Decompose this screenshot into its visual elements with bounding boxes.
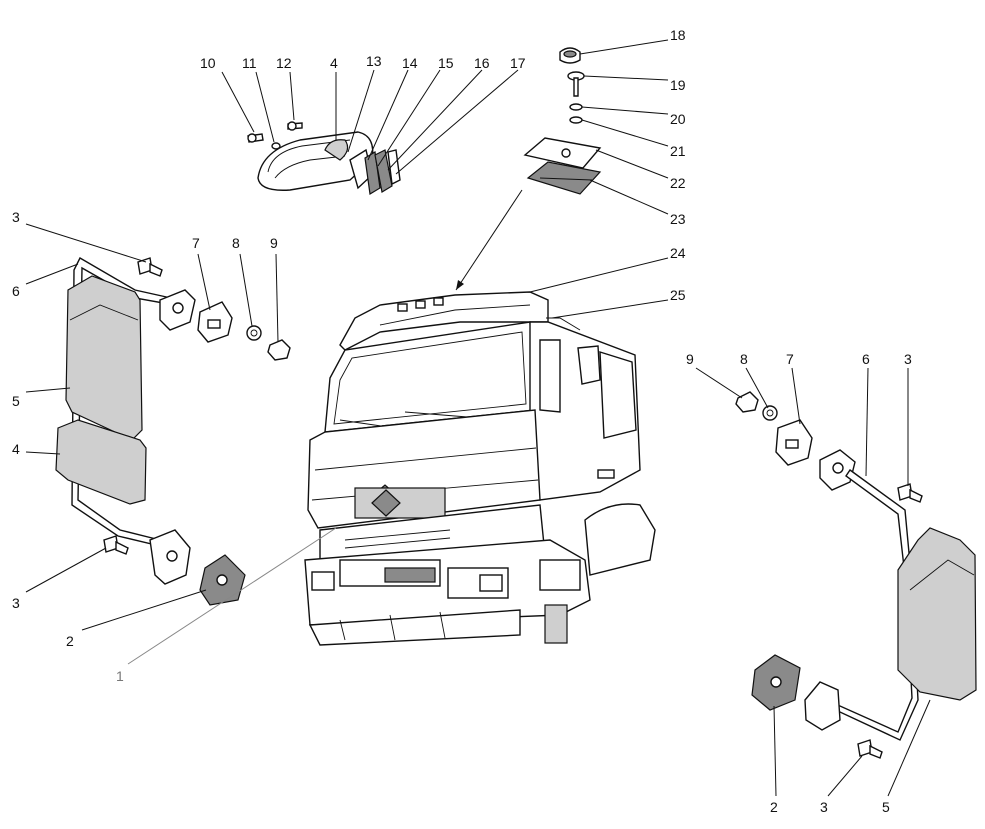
roof-vent-assembly xyxy=(247,121,401,195)
label-17: 17 xyxy=(510,55,526,71)
label-11: 11 xyxy=(242,55,257,71)
label-18: 18 xyxy=(670,27,686,43)
label-22: 22 xyxy=(670,175,686,191)
label-3: 3 xyxy=(904,351,912,367)
left-mirror-assembly xyxy=(55,257,291,606)
label-3: 3 xyxy=(12,209,20,225)
label-7: 7 xyxy=(192,235,200,251)
label-16: 16 xyxy=(474,55,490,71)
truck-cab xyxy=(304,291,656,646)
label-15: 15 xyxy=(438,55,454,71)
label-4: 4 xyxy=(12,441,20,457)
label-14: 14 xyxy=(402,55,418,71)
part-labels: 1 2 2 3 3 3 3 4 4 5 5 6 6 7 7 8 8 9 9 10… xyxy=(12,27,912,815)
label-6: 6 xyxy=(862,351,870,367)
label-2: 2 xyxy=(66,633,74,649)
label-20: 20 xyxy=(670,111,686,127)
label-8: 8 xyxy=(740,351,748,367)
label-13: 13 xyxy=(366,53,382,69)
label-21: 21 xyxy=(670,143,686,159)
label-7: 7 xyxy=(786,351,794,367)
label-5: 5 xyxy=(12,393,20,409)
hatch-parts xyxy=(523,47,602,195)
label-9: 9 xyxy=(686,351,694,367)
right-mirror-assembly xyxy=(735,391,977,759)
label-10: 10 xyxy=(200,55,216,71)
label-3: 3 xyxy=(820,799,828,815)
label-24: 24 xyxy=(670,245,686,261)
label-23: 23 xyxy=(670,211,686,227)
label-1: 1 xyxy=(116,668,124,684)
label-2: 2 xyxy=(770,799,778,815)
label-5: 5 xyxy=(882,799,890,815)
label-9: 9 xyxy=(270,235,278,251)
label-8: 8 xyxy=(232,235,240,251)
label-12: 12 xyxy=(276,55,292,71)
label-3: 3 xyxy=(12,595,20,611)
leader-lines xyxy=(25,39,931,797)
label-4: 4 xyxy=(330,55,338,71)
label-25: 25 xyxy=(670,287,686,303)
label-6: 6 xyxy=(12,283,20,299)
label-19: 19 xyxy=(670,77,686,93)
